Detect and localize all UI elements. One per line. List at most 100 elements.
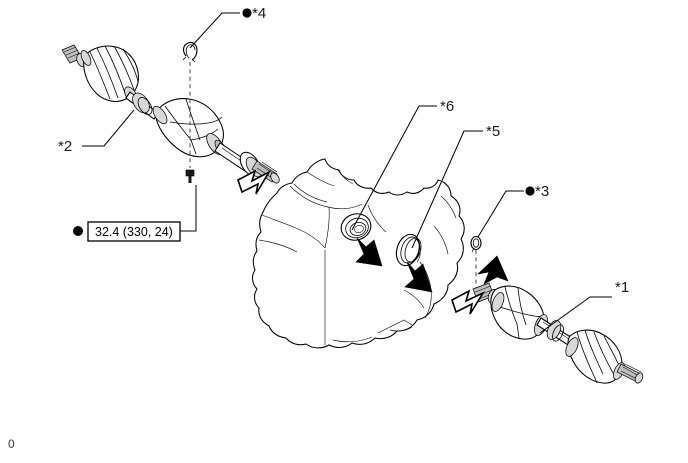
callout-6: *6 <box>351 98 454 231</box>
case-rib-1b <box>293 183 328 203</box>
left-inboard-spline-teeth <box>256 161 278 179</box>
callout-5-leader <box>411 130 483 249</box>
torque-spec-leader <box>180 185 197 232</box>
right-cv-facet1 <box>504 286 520 339</box>
right-boot-rib1 <box>576 331 598 384</box>
callout-1-label: *1 <box>615 279 629 296</box>
callout-4: *4 <box>189 5 266 49</box>
case-rib-11 <box>377 319 413 334</box>
callout-2-leader <box>82 109 135 147</box>
case-rib-15 <box>337 169 354 185</box>
case-rib-9 <box>389 326 413 332</box>
callout-group: *1 *2 *3 *4 *5 *6 <box>58 5 629 334</box>
torque-spec: 32.4 (330, 24) <box>73 185 197 242</box>
callout-5-label: *5 <box>486 123 500 140</box>
left-snap-ring-arc-inner <box>185 44 196 59</box>
callout-1: *1 <box>539 279 629 334</box>
bolt-symbol <box>185 169 195 183</box>
seal-right-mid <box>400 236 420 264</box>
corner-mark: 0 <box>8 437 15 451</box>
callout-2-label: *2 <box>58 138 72 155</box>
callout-3-leader <box>477 190 524 238</box>
right-drive-shaft-assembly <box>472 282 644 384</box>
snap-ring-arrow-right-shape <box>477 255 509 285</box>
case-rib-12 <box>433 225 449 255</box>
seal-right-outer <box>395 233 421 267</box>
left-shaft-inboard-spline <box>239 151 280 184</box>
callout-6-label: *6 <box>440 98 454 115</box>
transaxle-case-outline <box>252 158 465 349</box>
right-snap-ring-end <box>471 247 475 253</box>
left-spline-teeth <box>63 46 81 59</box>
left-boot-rib1 <box>89 51 111 100</box>
left-cv-body <box>155 98 224 158</box>
callout-2: *2 <box>58 109 135 155</box>
left-drive-shaft-inboard-ring <box>132 92 153 115</box>
left-cv-facet2 <box>185 98 201 141</box>
right-boot-rib2 <box>584 329 604 375</box>
left-snap-ring-ends <box>182 56 196 63</box>
seal-left-mid <box>345 217 369 239</box>
install-arrow-right-shape <box>451 289 486 315</box>
case-rib-1 <box>289 185 363 210</box>
right-snap-ring-inner <box>472 238 480 248</box>
right-shaft-snap-ring <box>470 235 482 253</box>
install-arrow-left-shaft <box>237 169 272 195</box>
left-boot-body <box>83 45 139 102</box>
seal-arrow-left <box>355 237 383 267</box>
left-boot-rib5 <box>122 48 139 83</box>
left-ring-inner <box>137 97 153 115</box>
right-cv-clamp-small <box>491 292 505 312</box>
case-rib-6 <box>367 204 387 233</box>
right-ring-inner <box>552 324 564 342</box>
callout-4-leader <box>189 12 240 49</box>
left-cv-clamp-small <box>152 105 168 125</box>
torque-spec-value: 32.4 (330, 24) <box>95 225 173 239</box>
case-rib-13 <box>440 195 457 219</box>
callout-5: *5 <box>411 123 500 249</box>
right-shaft-outboard-spline <box>616 363 644 384</box>
right-boot-clamp-small <box>565 337 579 357</box>
callout-4-label: *4 <box>252 5 266 22</box>
left-drive-shaft-assembly <box>61 44 280 184</box>
right-cv-facet2 <box>517 287 527 326</box>
seal-left-bore <box>354 224 364 234</box>
case-rib-8 <box>403 289 425 309</box>
callout-3-label: *3 <box>535 183 549 200</box>
case-rib-3 <box>258 239 298 253</box>
seal-arrow-right-shape <box>404 261 433 293</box>
right-boot-rib3 <box>593 331 614 374</box>
install-arrow-left-shape <box>237 169 272 195</box>
left-cv-facet4 <box>189 128 219 141</box>
case-rib-10 <box>332 336 373 343</box>
right-outboard-spline-tip <box>634 372 644 384</box>
callout-6-leader <box>351 105 437 231</box>
right-outboard-spline-teeth <box>620 363 642 380</box>
left-cv-facet3 <box>169 116 223 125</box>
callout-3: *3 <box>477 183 549 238</box>
callout-4-bullet <box>242 8 252 18</box>
bolt-head <box>185 169 195 177</box>
torque-spec-bullet <box>73 226 83 236</box>
left-boot-rib2 <box>96 47 119 99</box>
seal-arrow-left-shape <box>355 237 383 267</box>
case-rib-5 <box>324 206 330 249</box>
callout-3-bullet <box>525 186 535 196</box>
left-boot-small-clamp <box>80 50 92 66</box>
seal-arrow-right <box>404 261 433 293</box>
bolt-shank <box>188 176 192 183</box>
right-snap-ring-outer <box>470 235 482 251</box>
right-outboard-cv-boot <box>565 329 625 384</box>
left-inboard-spline-tip <box>270 172 280 184</box>
left-ring-outer <box>132 92 150 114</box>
install-arrow-right-shaft <box>451 289 486 315</box>
transaxle-oil-seal-left <box>340 213 372 241</box>
transaxle-case <box>252 158 465 349</box>
left-boot-rib4 <box>113 45 135 91</box>
snap-ring-arrow-right <box>477 255 509 285</box>
torque-spec-box <box>87 221 181 242</box>
case-rib-14 <box>306 171 335 187</box>
seal-left-outer <box>340 213 372 241</box>
